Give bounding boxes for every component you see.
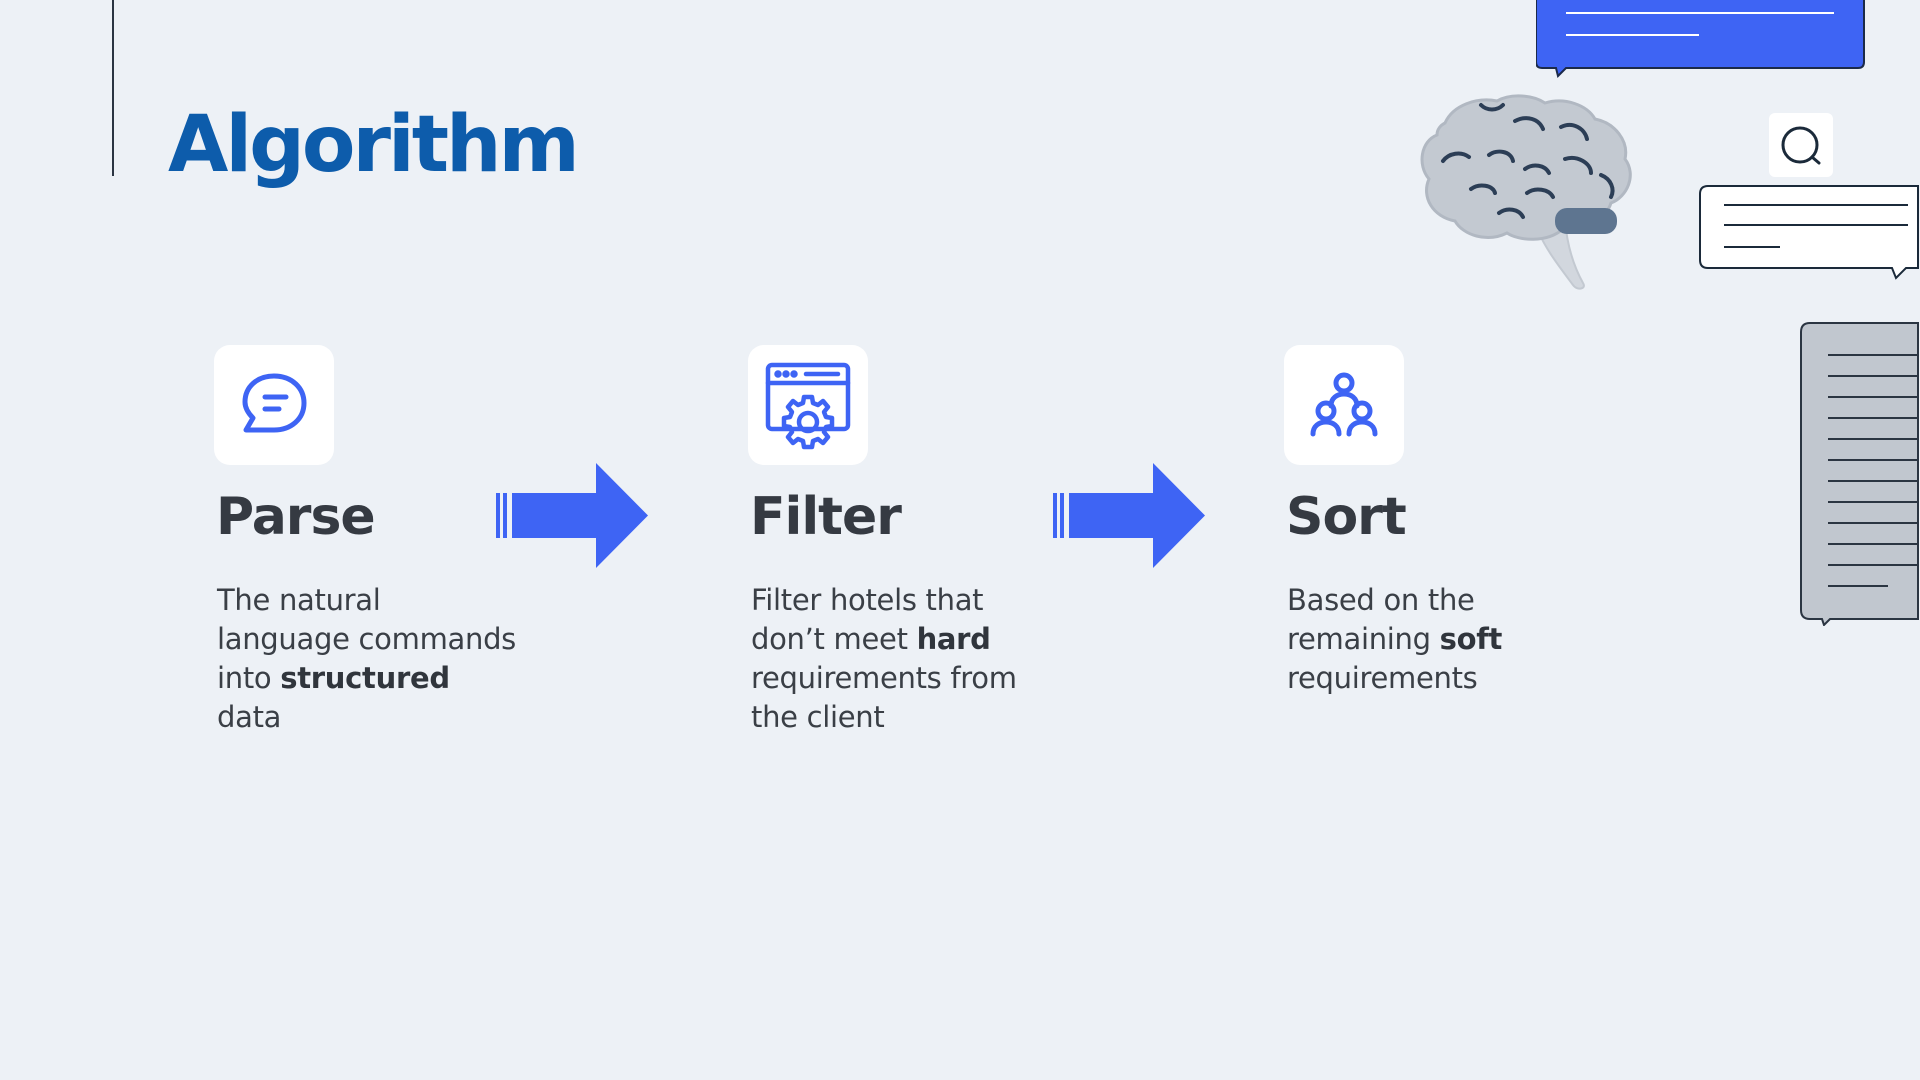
brain-icon <box>1420 94 1632 290</box>
step-heading: Parse <box>216 487 376 547</box>
white-chat-bubble-icon <box>1699 185 1919 280</box>
step-description: The natural language commands into struc… <box>217 583 516 734</box>
chat-bubble-icon <box>214 345 334 465</box>
gray-document-bubble-icon <box>1800 322 1919 626</box>
arrow-right-icon <box>496 463 648 568</box>
slide-title: Algorithm <box>168 100 580 190</box>
accent-line <box>112 0 114 176</box>
step-sort: Sort Based on the remaining soft require… <box>1284 345 1604 698</box>
search-icon <box>1781 126 1821 165</box>
step-heading: Filter <box>750 487 902 547</box>
people-hierarchy-icon <box>1284 345 1404 465</box>
step-heading: Sort <box>1286 487 1407 547</box>
step-description: Based on the remaining soft requirements <box>1287 583 1503 695</box>
arrow-right-icon <box>1053 463 1205 568</box>
step-parse: Parse The natural language commands into… <box>214 345 534 737</box>
blue-chat-bubble-icon <box>1536 0 1865 78</box>
search-button[interactable] <box>1769 113 1833 177</box>
step-description: Filter hotels that don’t meet hard requi… <box>751 583 1017 734</box>
step-filter: Filter Filter hotels that don’t meet har… <box>748 345 1068 737</box>
browser-gear-icon <box>748 345 868 465</box>
